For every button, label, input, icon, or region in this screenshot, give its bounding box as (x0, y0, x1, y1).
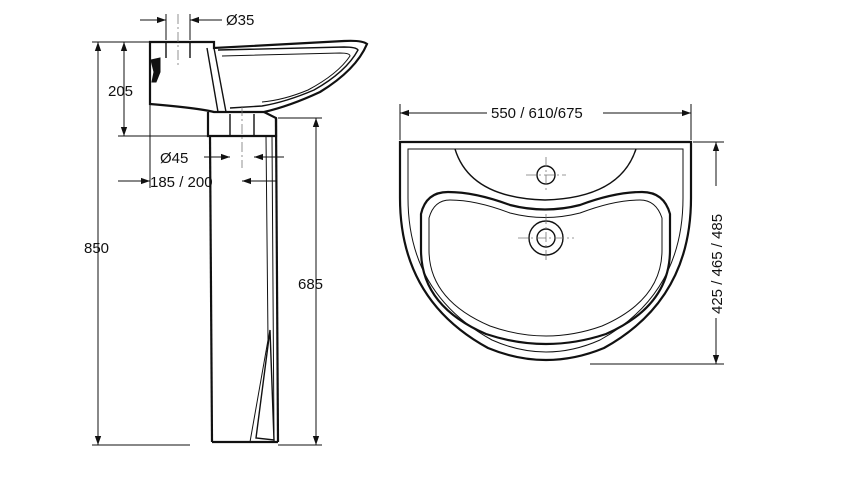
bowl-inner (428, 199, 663, 337)
projection-dim-label: 185 / 200 (150, 174, 213, 191)
side-view: Ø35 205 850 Ø45 185 / 200 685 (84, 12, 369, 446)
bowl-outline (419, 190, 672, 346)
overflow-channel (206, 47, 227, 113)
pedestal-back (274, 117, 280, 443)
drain-dim-label: Ø45 (160, 150, 188, 167)
basin-height-dim-label: 205 (108, 83, 133, 100)
total-height-dim-label: 850 (84, 240, 109, 257)
tap-hole-wall (165, 42, 191, 58)
width-dim-label: 550 / 610/675 (491, 105, 583, 122)
wall-bracket (150, 57, 161, 83)
basin-rim-outer (398, 140, 693, 362)
pedestal-height-dim-label: 685 (298, 276, 323, 293)
top-view: 550 / 610/675 425 / 465 / 485 (398, 104, 726, 365)
drain-pipe (229, 114, 255, 136)
basin-bowl-inner (217, 46, 359, 109)
basin-outline (148, 39, 369, 114)
tap-ledge (454, 148, 637, 201)
pedestal-web (255, 329, 275, 441)
tap-hole-dim-label: Ø35 (226, 12, 254, 29)
depth-dim-label: 425 / 465 / 485 (709, 214, 726, 314)
pedestal-front (208, 135, 214, 443)
basin-bowl-inner-2 (221, 52, 351, 103)
